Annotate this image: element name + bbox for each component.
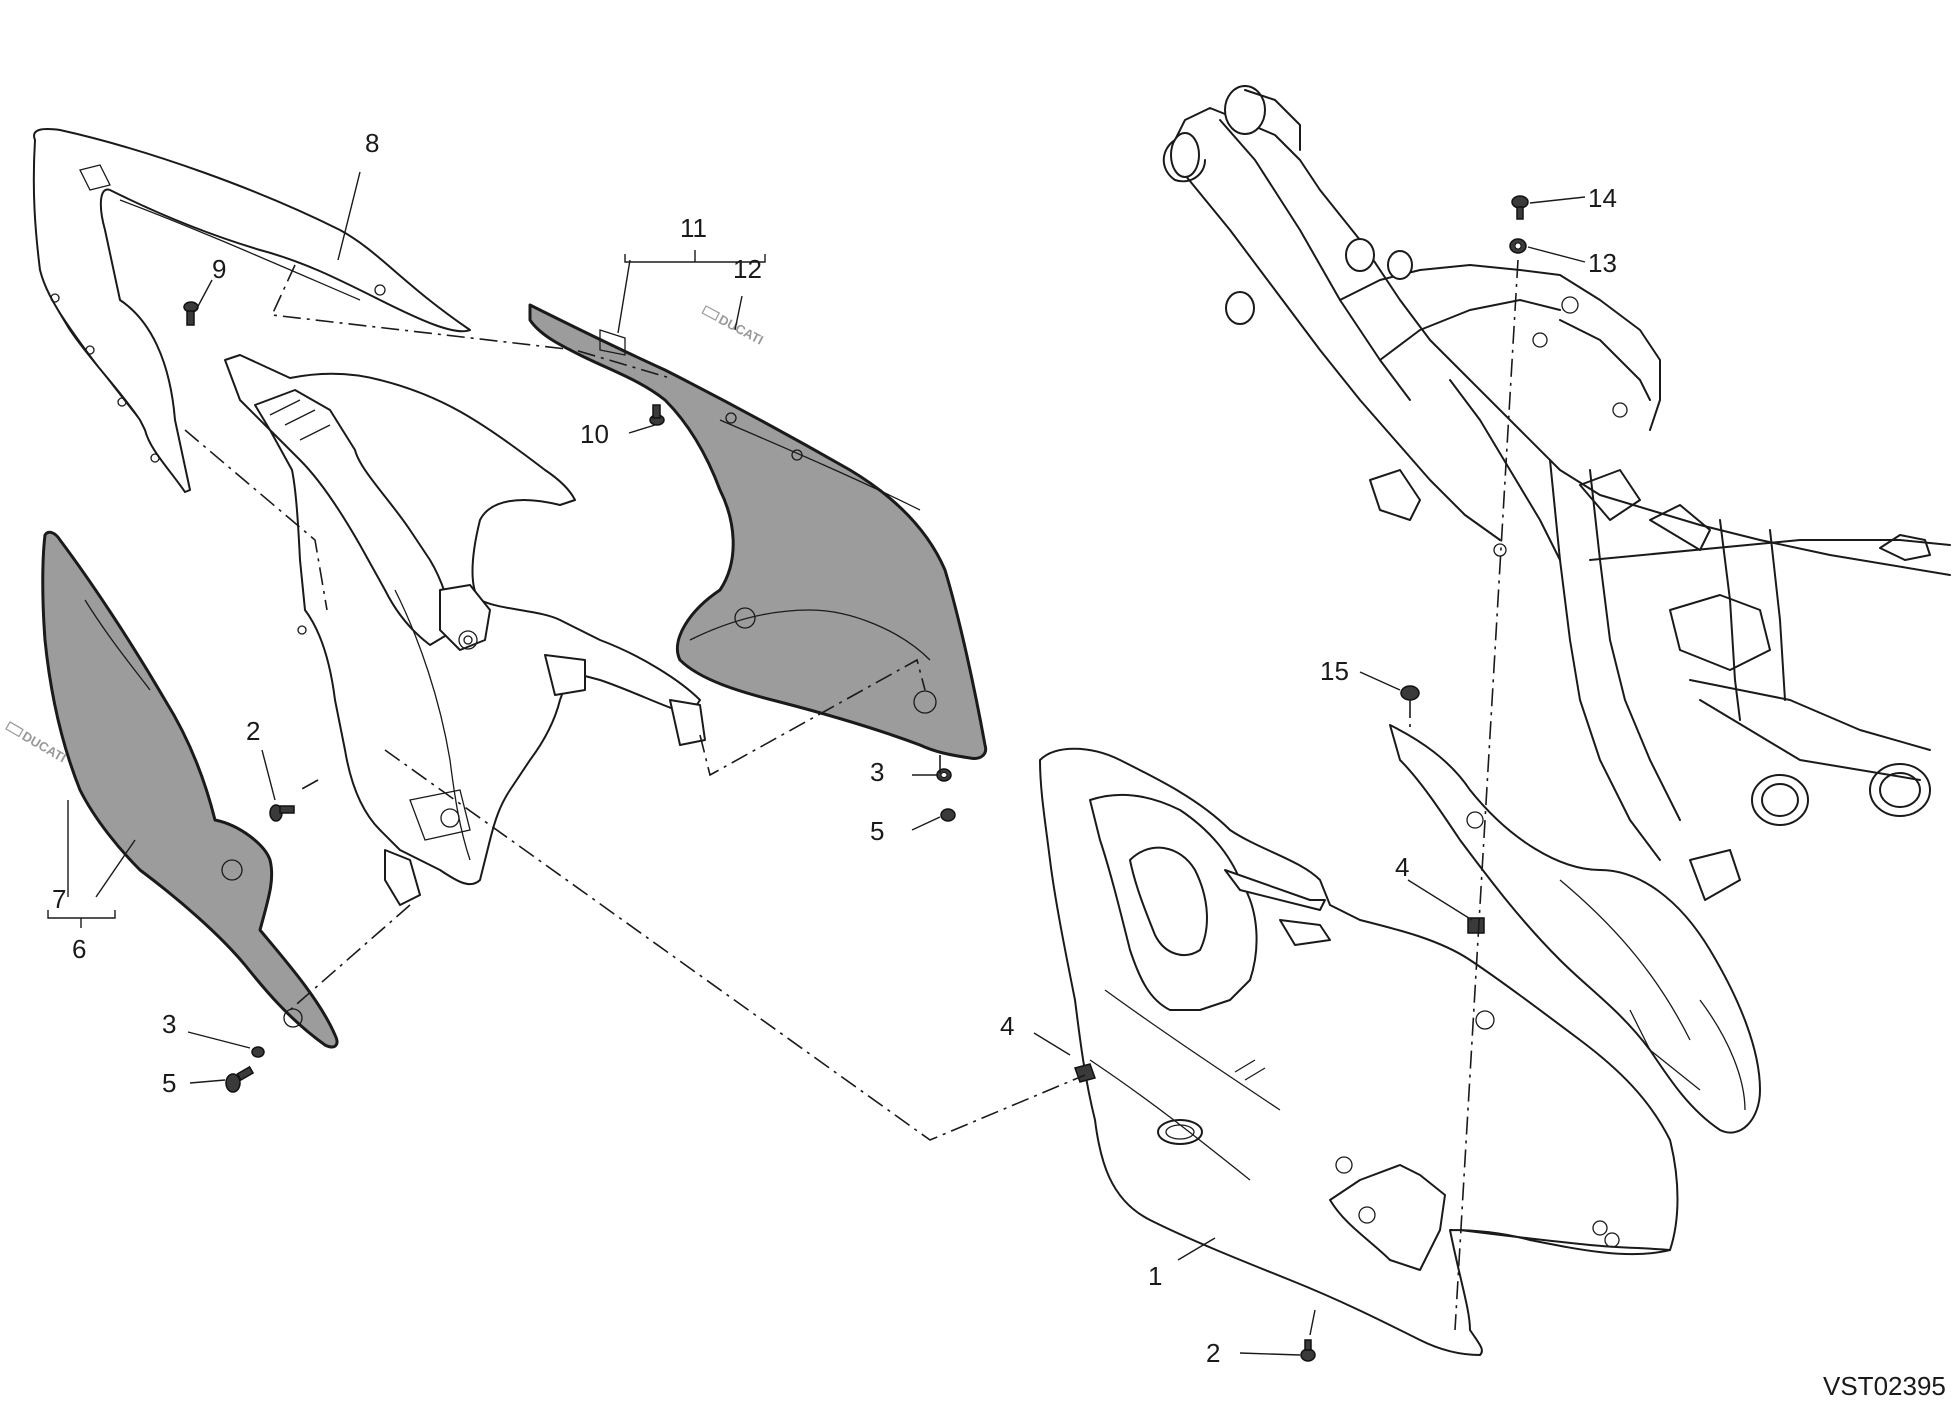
svg-text:DUCATI: DUCATI bbox=[716, 312, 766, 348]
callout-5-right: 5 bbox=[870, 816, 884, 846]
callout-4-right: 4 bbox=[1395, 852, 1409, 882]
left-side-panel-part bbox=[41, 530, 339, 1049]
callout-10: 10 bbox=[580, 419, 609, 449]
callout-1: 1 bbox=[1148, 1261, 1162, 1291]
grab-handle-part bbox=[32, 128, 471, 493]
fastener-14 bbox=[1511, 195, 1529, 220]
right-decal-part: DUCATI bbox=[701, 305, 766, 348]
callout-6: 6 bbox=[72, 934, 86, 964]
fastener-5-right bbox=[940, 808, 956, 822]
tail-support-bracket bbox=[1389, 724, 1761, 1134]
callout-7: 7 bbox=[52, 884, 66, 914]
assembly-lines bbox=[184, 259, 1519, 1331]
tail-fairing-part bbox=[1039, 747, 1679, 1356]
fastener-5-left bbox=[225, 1065, 255, 1093]
rear-subframe-bracket bbox=[224, 354, 706, 906]
callout-11: 11 bbox=[680, 213, 707, 243]
callout-2-left: 2 bbox=[246, 716, 260, 746]
callout-leaders bbox=[47, 171, 1586, 1356]
fastener-10 bbox=[649, 404, 665, 426]
callout-15: 15 bbox=[1320, 656, 1349, 686]
fastener-3-right bbox=[936, 768, 952, 782]
fastener-9 bbox=[183, 301, 199, 326]
callout-5-left: 5 bbox=[162, 1068, 176, 1098]
callout-3-right: 3 bbox=[870, 757, 884, 787]
diagram-reference-code: VST02395 bbox=[1823, 1371, 1946, 1401]
callout-9: 9 bbox=[212, 254, 226, 284]
fastener-3-left bbox=[251, 1046, 265, 1058]
callout-4-left: 4 bbox=[1000, 1011, 1014, 1041]
callout-2-right: 2 bbox=[1206, 1338, 1220, 1368]
fastener-4-right bbox=[1467, 917, 1485, 934]
right-upper-panel-part bbox=[528, 303, 988, 760]
callout-3-left: 3 bbox=[162, 1009, 176, 1039]
fastener-2-right bbox=[1300, 1339, 1316, 1362]
callout-14: 14 bbox=[1588, 183, 1617, 213]
fastener-2-left bbox=[269, 804, 295, 822]
callout-8: 8 bbox=[365, 128, 379, 158]
callout-13: 13 bbox=[1588, 248, 1617, 278]
callout-labels: 8 9 11 12 10 2 7 6 3 5 3 5 4 4 1 2 14 13… bbox=[52, 128, 1617, 1368]
callout-12: 12 bbox=[733, 254, 762, 284]
rear-frame-structure bbox=[1162, 85, 1951, 901]
fastener-15 bbox=[1400, 685, 1420, 701]
fastener-13 bbox=[1509, 238, 1527, 254]
